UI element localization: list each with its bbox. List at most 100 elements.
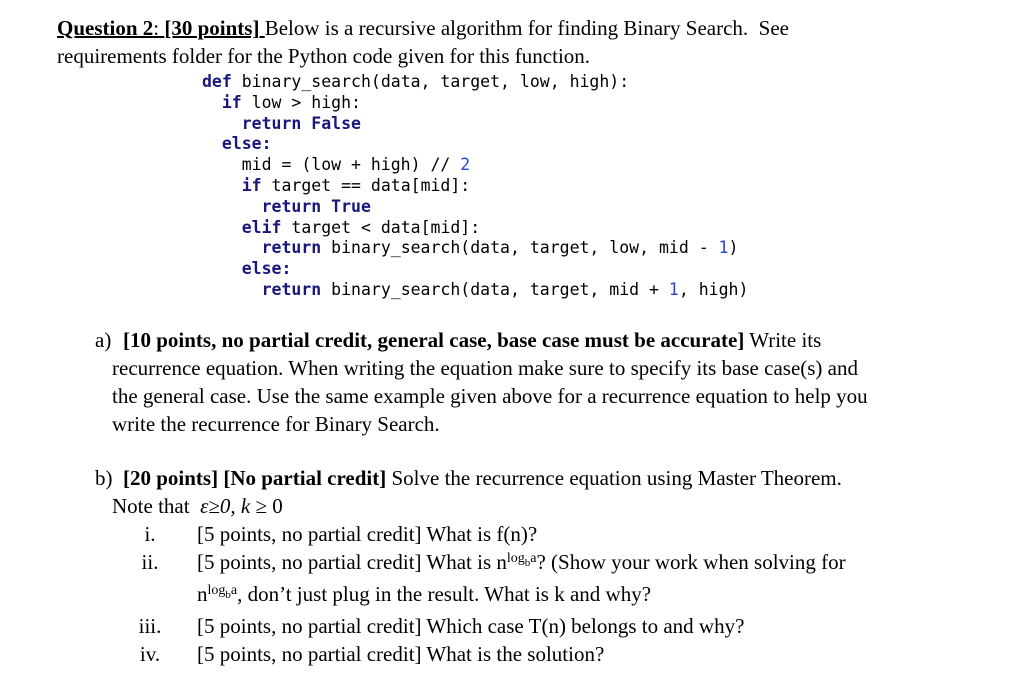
text-segment: ≥ 0: [250, 494, 283, 518]
code-line: def binary_search(data, target, low, hig…: [202, 72, 748, 93]
code-text: [202, 218, 242, 237]
subitem-iv: iv. [5 points, no partial credit] What i…: [0, 640, 1024, 668]
code-keyword: else:: [241, 259, 292, 279]
text-segment: :: [153, 16, 165, 40]
text-segment: b: [524, 557, 531, 569]
text-segment: log: [506, 551, 525, 566]
text-segment: requirements folder for the Python code …: [57, 44, 591, 68]
code-text: [202, 134, 222, 153]
text-segment: n: [197, 582, 208, 606]
code-text: [202, 93, 222, 112]
code-text: low > high:: [241, 92, 361, 112]
code-line: return binary_search(data, target, mid +…: [202, 279, 749, 301]
subitem-ii-text: [5 points, no partial credit] What is nl…: [197, 548, 846, 580]
part-a-line1: a) [10 points, no partial credit, general…: [0, 326, 1024, 354]
text-segment: Note that: [112, 494, 201, 518]
code-keyword: if: [241, 175, 262, 195]
text-segment: Below is a recursive algorithm for findi…: [264, 16, 789, 40]
text-segment: , don’t just plug in the result. What is…: [237, 582, 652, 606]
code-line: return binary_search(data, target, low, …: [202, 238, 748, 259]
subitem-iv-numeral: iv.: [139, 642, 161, 666]
part-a-line3: the general case. Use the same example g…: [0, 382, 1024, 410]
code-text: [202, 176, 242, 195]
text-segment: [30 points]: [164, 16, 260, 40]
code-text: [202, 238, 262, 257]
code-text: [301, 114, 311, 133]
text-segment: Write its: [744, 328, 822, 352]
part-b-line1-text: [20 points] [No partial credit] Solve th…: [123, 466, 842, 490]
question-header-line2: requirements folder for the Python code …: [57, 42, 987, 70]
subitem-iii-text: [5 points, no partial credit] Which case…: [197, 612, 744, 640]
code-number: 2: [460, 155, 471, 175]
code-text: binary_search(data, target, mid +: [321, 279, 669, 299]
code-line: mid = (low + high) // 2: [202, 155, 748, 176]
question-header: Question 2: [30 points] Below is a recur…: [57, 14, 987, 70]
code-line: else:: [202, 259, 748, 280]
part-a-line4: write the recurrence for Binary Search.: [0, 410, 1024, 438]
part-b-label: b): [95, 466, 113, 490]
code-text: [202, 114, 242, 133]
code-text: ): [728, 238, 739, 258]
code-line: return True: [202, 197, 748, 218]
code-text: [202, 280, 262, 299]
code-keyword: return: [261, 196, 322, 216]
part-a-line1-text: [10 points, no partial credit, general c…: [123, 328, 821, 352]
subitem-iv-text: [5 points, no partial credit] What is th…: [197, 640, 604, 668]
text-segment: Solve the recurrence equation using Mast…: [386, 466, 842, 490]
text-segment: [10 points, no partial credit, general c…: [123, 328, 745, 352]
text-segment: Question 2: [57, 16, 154, 40]
part-a-label: a): [95, 328, 112, 352]
question-part-a: a) [10 points, no partial credit, general…: [0, 326, 1024, 438]
code-line: if target == data[mid]:: [202, 176, 748, 197]
code-text: [321, 197, 331, 216]
code-text: binary_search(data, target, low, high):: [231, 72, 630, 91]
code-text: mid = (low + high) //: [202, 155, 461, 175]
code-text: [202, 197, 262, 216]
subitem-i-text: [5 points, no partial credit] What is f(…: [197, 520, 537, 548]
text-segment: log: [207, 583, 226, 598]
code-text: binary_search(data, target, low, mid -: [321, 238, 719, 258]
code-keyword: def: [202, 72, 232, 91]
code-keyword: if: [221, 92, 242, 112]
code-line: elif target < data[mid]:: [202, 218, 748, 239]
text-segment: [5 points, no partial credit] What is f(…: [197, 522, 538, 546]
question-header-line1: Question 2: [30 points] Below is a recur…: [57, 14, 987, 42]
code-line: return False: [202, 114, 748, 135]
code-keyword: False: [311, 113, 361, 133]
code-number: 1: [718, 238, 729, 258]
text-segment: a: [530, 551, 537, 566]
text-segment: [5 points, no partial credit] What is th…: [197, 642, 605, 666]
code-text: , high): [678, 279, 749, 299]
subitem-iii: iii. [5 points, no partial credit] Which…: [0, 612, 1024, 640]
code-text: [202, 259, 242, 278]
text-segment: [5 points, no partial credit] What is n: [197, 550, 507, 574]
code-line: else:: [202, 134, 748, 155]
text-segment: a: [230, 583, 238, 598]
text-segment: recurrence equation. When writing the eq…: [112, 356, 858, 380]
text-segment: [20 points] [No partial credit]: [123, 466, 387, 490]
code-keyword: return: [261, 279, 322, 299]
subitem-ii-continuation-text: nlogba, don’t just plug in the result. W…: [197, 580, 651, 612]
code-keyword: else:: [221, 134, 272, 154]
code-number: 1: [668, 279, 679, 299]
subitem-ii-numeral: ii.: [141, 550, 159, 574]
subitem-i: i. [5 points, no partial credit] What is…: [0, 520, 1024, 548]
question-part-b: b) [20 points] [No partial credit] Solve …: [0, 464, 1024, 668]
text-segment: write the recurrence for Binary Search.: [112, 412, 440, 436]
part-b-note-line: Note that ε≥0, k ≥ 0: [0, 492, 1024, 520]
code-keyword: return: [241, 113, 302, 133]
python-code-block: def binary_search(data, target, low, hig…: [202, 72, 748, 301]
part-b-line1: b) [20 points] [No partial credit] Solve …: [0, 464, 1024, 492]
subitem-iii-numeral: iii.: [138, 614, 162, 638]
code-keyword: elif: [241, 217, 282, 237]
text-segment: the general case. Use the same example g…: [112, 384, 868, 408]
code-keyword: True: [331, 196, 371, 216]
part-a-line2: recurrence equation. When writing the eq…: [0, 354, 1024, 382]
code-keyword: return: [261, 238, 322, 258]
code-line: if low > high:: [202, 93, 748, 114]
text-segment: b: [225, 589, 231, 601]
subitem-ii-continuation-numeral: [130, 580, 170, 612]
text-segment: [5 points, no partial credit] Which case…: [197, 614, 745, 638]
text-segment: ε≥0, k: [200, 494, 251, 518]
